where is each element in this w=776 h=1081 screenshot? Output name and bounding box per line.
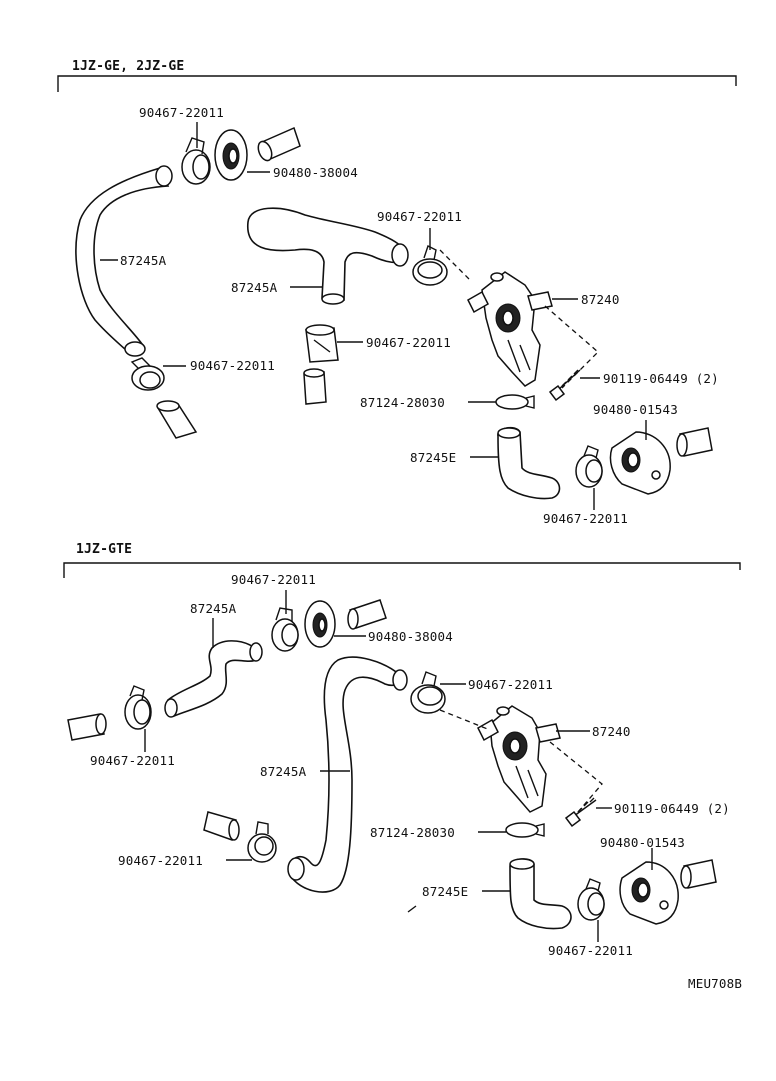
pipe-stub-icon xyxy=(67,713,107,741)
hose-clamp-icon xyxy=(305,324,339,363)
label-hose-a-top: 87245A xyxy=(190,601,237,616)
section-title: 1JZ-GE, 2JZ-GE xyxy=(72,59,184,74)
pipe-stub-icon xyxy=(203,811,240,841)
label-hose-a-left: 87245A xyxy=(120,253,167,268)
pipe-stub-icon xyxy=(676,427,713,457)
hose-clamp-icon xyxy=(247,821,277,863)
hose-clip-icon xyxy=(505,822,545,838)
hose-clamp-icon xyxy=(124,685,152,730)
hose-87245a-mid xyxy=(247,207,407,301)
label-grommet-top: 90480-38004 xyxy=(273,165,358,180)
hose-end xyxy=(321,293,345,305)
pipe-stub-icon xyxy=(303,368,327,405)
label-screw: 90119-06449 (2) xyxy=(603,371,719,386)
pipe-stub-icon xyxy=(156,400,198,439)
label-clamp-lower-left: 90467-22011 xyxy=(190,358,275,373)
screw-icon xyxy=(564,797,597,828)
mark xyxy=(407,905,417,913)
hose-87245a-mid xyxy=(288,656,403,893)
hose-end xyxy=(509,858,535,870)
section-title: 1JZ-GTE xyxy=(76,542,132,557)
hose-clamp-icon xyxy=(412,245,448,286)
label-clamp-band: 90467-22011 xyxy=(366,335,451,350)
hose-end xyxy=(155,165,173,187)
label-clamp-br: 90467-22011 xyxy=(543,511,628,526)
label-clamp-lower-left: 90467-22011 xyxy=(118,853,203,868)
screw-icon xyxy=(548,369,581,402)
hose-clip-icon xyxy=(495,394,535,410)
label-clamp-mid: 90467-22011 xyxy=(377,209,462,224)
label-clamp-mid: 90467-22011 xyxy=(468,677,553,692)
label-clamp-br: 90467-22011 xyxy=(548,943,633,958)
hose-clamp-icon xyxy=(130,357,165,391)
hose-end xyxy=(497,427,521,439)
label-grommet-br: 90480-01543 xyxy=(600,835,685,850)
grommet-icon xyxy=(304,600,336,648)
label-clamp-top: 90467-22011 xyxy=(139,105,224,120)
section-1jz-ge: 1JZ-GE, 2JZ-GE xyxy=(57,59,737,526)
label-hose-a-mid: 87245A xyxy=(231,280,278,295)
water-valve-icon xyxy=(477,705,561,813)
water-valve-icon xyxy=(467,271,553,387)
figure-code: MEU708B xyxy=(688,976,742,991)
hose-clamp-icon xyxy=(577,878,605,921)
pipe-stub-icon xyxy=(257,126,301,162)
hose-end xyxy=(124,341,146,357)
label-clip: 87124-28030 xyxy=(360,395,445,410)
hose-clamp-icon xyxy=(181,137,211,185)
dash-line xyxy=(439,249,471,281)
label-hose-e: 87245E xyxy=(422,884,468,899)
section-bracket xyxy=(63,562,741,578)
hose-end xyxy=(164,698,178,718)
grommet-icon xyxy=(619,861,679,925)
hose-clamp-icon xyxy=(575,445,603,488)
label-hose-a-mid: 87245A xyxy=(260,764,307,779)
hose-end xyxy=(391,243,409,267)
hose-clamp-icon xyxy=(410,671,446,714)
label-valve: 87240 xyxy=(581,292,620,307)
label-clamp-left: 90467-22011 xyxy=(90,753,175,768)
hose-clamp-icon xyxy=(271,607,299,652)
pipe-stub-icon xyxy=(680,859,717,889)
hose-end xyxy=(249,642,263,662)
grommet-icon xyxy=(214,129,248,181)
label-clip: 87124-28030 xyxy=(370,825,455,840)
hose-87245a-top xyxy=(167,640,260,718)
label-valve: 87240 xyxy=(592,724,631,739)
section-1jz-gte: 1JZ-GTE xyxy=(63,542,741,958)
label-clamp-top: 90467-22011 xyxy=(231,572,316,587)
hose-end xyxy=(287,857,305,881)
label-screw: 90119-06449 (2) xyxy=(614,801,730,816)
section-bracket xyxy=(57,75,737,92)
hose-end xyxy=(392,669,408,691)
label-grommet-top: 90480-38004 xyxy=(368,629,453,644)
dash-line xyxy=(439,709,491,731)
pipe-stub-icon xyxy=(347,599,387,630)
label-grommet-br: 90480-01543 xyxy=(593,402,678,417)
dash-line xyxy=(549,741,603,813)
grommet-icon xyxy=(609,431,671,495)
label-hose-e: 87245E xyxy=(410,450,456,465)
